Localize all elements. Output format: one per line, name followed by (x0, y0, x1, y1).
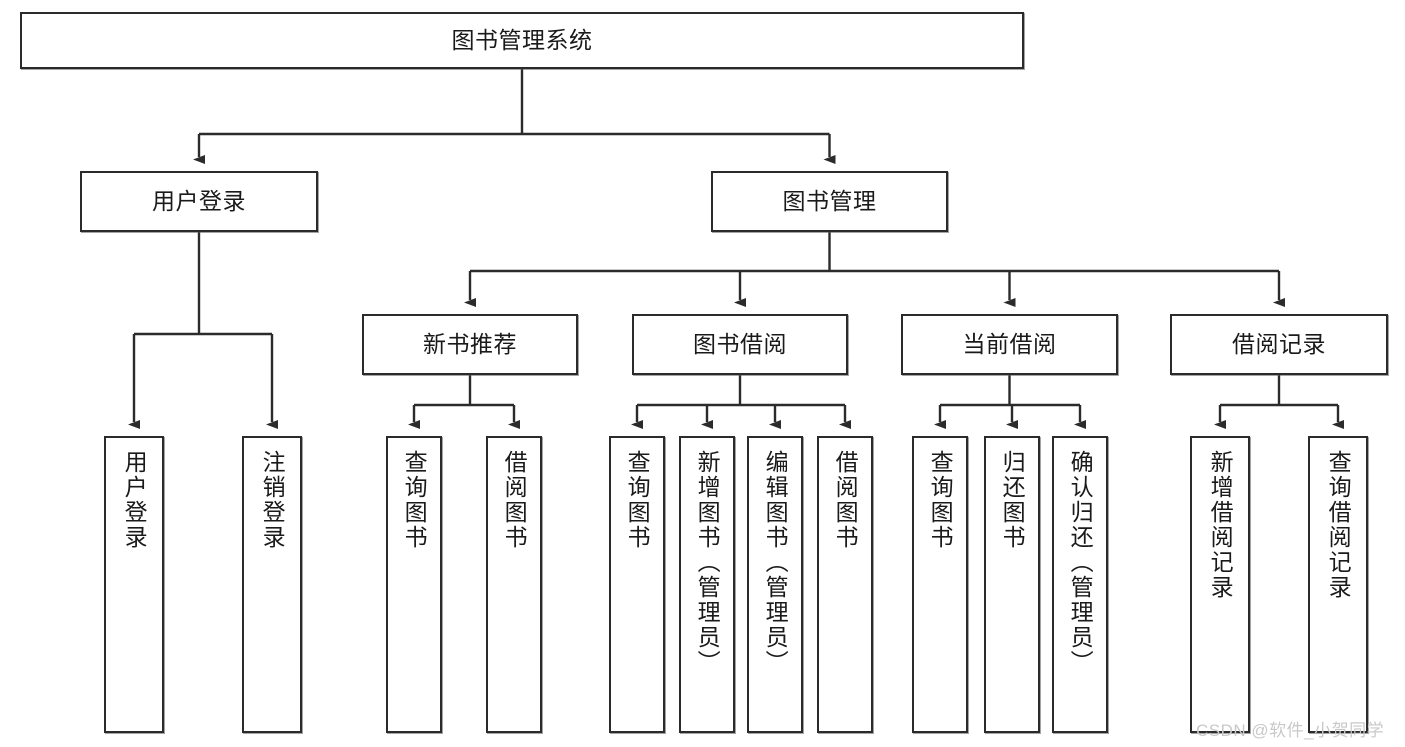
node-book-manage[interactable]: 图书管理 (711, 171, 948, 232)
node-label: 编辑图书（管理员） (762, 450, 789, 675)
node-leaf-user-logout[interactable]: 注销登录 (242, 436, 302, 733)
node-label: 查询图书 (624, 450, 651, 550)
node-current-borrow[interactable]: 当前借阅 (901, 314, 1118, 375)
node-label: 确认归还（管理员） (1067, 450, 1094, 675)
node-leaf-edit-book[interactable]: 编辑图书（管理员） (747, 436, 803, 733)
csdn-watermark: CSDN @软件_小贺同学 (1196, 721, 1385, 740)
node-leaf-borrow-book-2[interactable]: 借阅图书 (817, 436, 873, 733)
node-label: 注销登录 (259, 450, 286, 550)
node-label: 查询借阅记录 (1325, 450, 1352, 600)
node-label: 借阅记录 (1232, 331, 1326, 358)
node-label: 图书管理 (782, 188, 877, 215)
node-label: 查询图书 (927, 450, 954, 550)
node-label: 借阅图书 (501, 450, 528, 550)
node-leaf-add-book[interactable]: 新增图书（管理员） (679, 436, 735, 733)
node-leaf-return-book[interactable]: 归还图书 (984, 436, 1040, 733)
node-label: 图书管理系统 (451, 27, 593, 54)
node-label: 新增图书（管理员） (694, 450, 721, 675)
node-label: 查询图书 (401, 450, 428, 550)
node-label: 图书借阅 (693, 331, 787, 358)
node-borrow-record[interactable]: 借阅记录 (1170, 314, 1388, 375)
node-leaf-query-book-2[interactable]: 查询图书 (609, 436, 665, 733)
node-leaf-query-book-1[interactable]: 查询图书 (386, 436, 442, 733)
node-leaf-add-record[interactable]: 新增借阅记录 (1190, 436, 1250, 733)
node-label: 归还图书 (999, 450, 1026, 550)
node-leaf-borrow-book-1[interactable]: 借阅图书 (486, 436, 542, 733)
node-label: 用户登录 (121, 450, 148, 550)
node-leaf-confirm-return[interactable]: 确认归还（管理员） (1052, 436, 1108, 733)
node-root[interactable]: 图书管理系统 (20, 12, 1024, 69)
node-leaf-query-record[interactable]: 查询借阅记录 (1308, 436, 1368, 733)
node-label: 新增借阅记录 (1207, 450, 1234, 600)
node-leaf-user-login[interactable]: 用户登录 (104, 436, 164, 733)
node-user-login[interactable]: 用户登录 (80, 171, 318, 232)
node-label: 用户登录 (152, 188, 246, 215)
node-new-book-rec[interactable]: 新书推荐 (362, 314, 578, 375)
node-book-borrow[interactable]: 图书借阅 (632, 314, 848, 375)
node-label: 新书推荐 (423, 331, 517, 358)
node-leaf-query-book-3[interactable]: 查询图书 (912, 436, 968, 733)
node-label: 借阅图书 (832, 450, 859, 550)
node-label: 当前借阅 (962, 331, 1057, 358)
